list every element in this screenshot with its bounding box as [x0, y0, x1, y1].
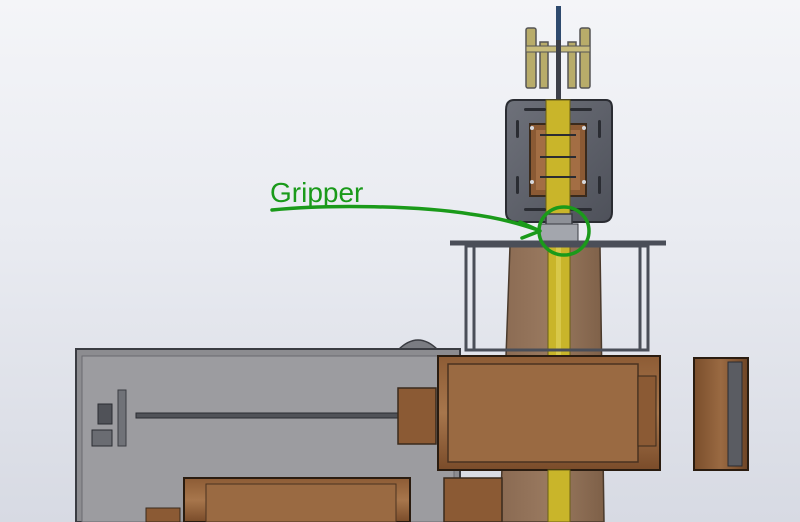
gripper-label: Gripper	[270, 177, 363, 208]
lower-blocks	[145, 477, 503, 522]
annotation-arrowhead	[518, 220, 542, 240]
center-block	[437, 355, 661, 522]
right-block	[693, 357, 749, 471]
annotation-circle	[537, 205, 591, 257]
annotation-arrow-line	[270, 204, 540, 232]
steel-frame	[450, 240, 666, 352]
top-bracket	[525, 6, 591, 102]
gripper-annotation: Gripper	[270, 177, 591, 257]
carriage-plate	[505, 99, 613, 241]
